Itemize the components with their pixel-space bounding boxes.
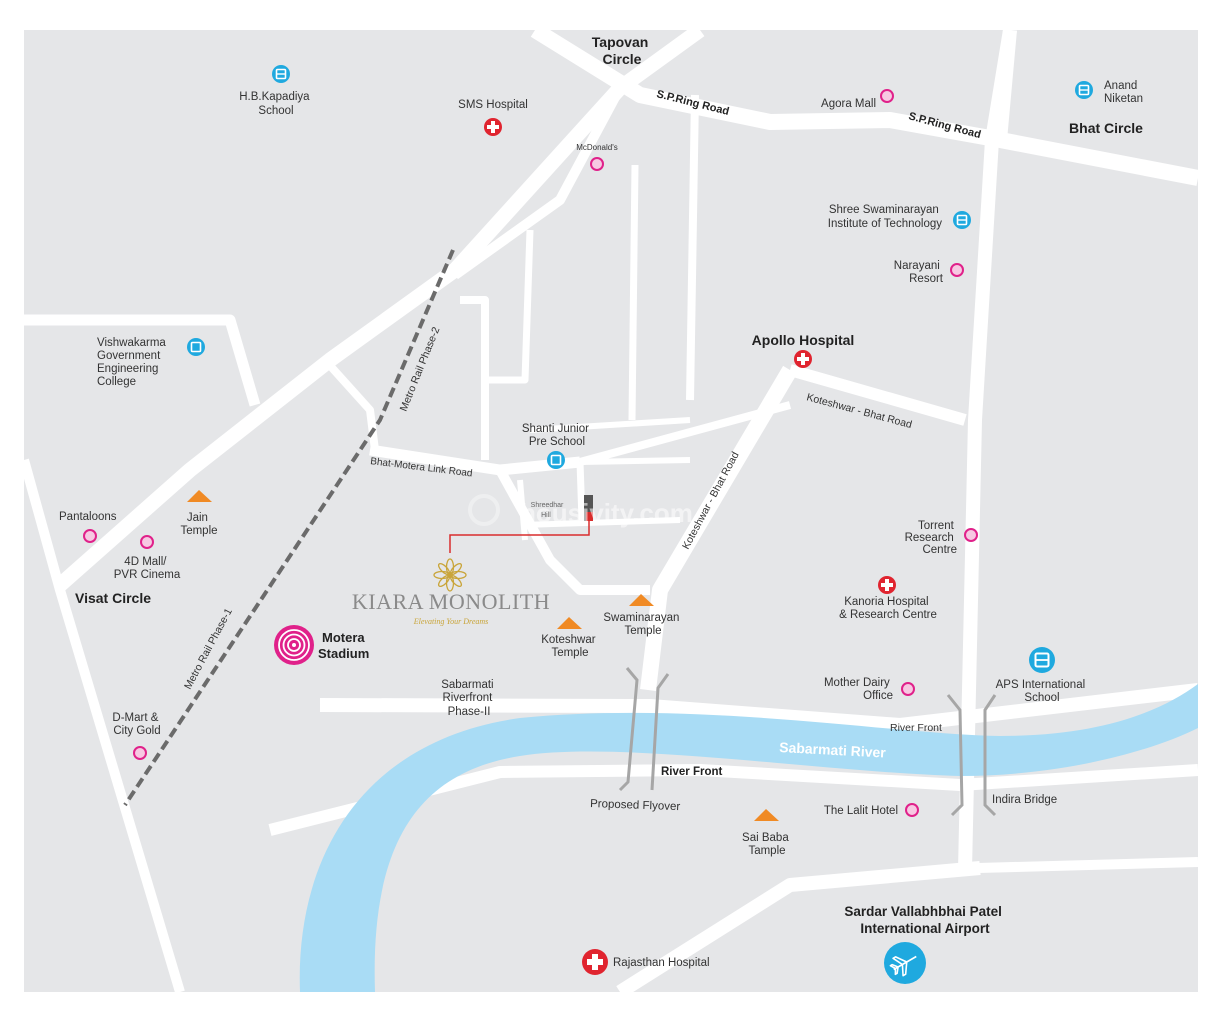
watermark-logo [468, 494, 500, 526]
shanti-junior-school-label: Shanti Junior Pre School [522, 423, 592, 448]
sms-hospital-label: SMS Hospital [458, 99, 528, 111]
metro-rail-line [123, 249, 455, 807]
shreedhar-hill-label: Shreedhar Hill [531, 502, 566, 519]
project-tagline: Elevating Your Dreams [413, 617, 489, 626]
river-front-north-label: River Front [890, 722, 942, 734]
school-icon [547, 451, 565, 469]
gold-flower-icon [433, 558, 467, 592]
shree-swaminarayan-institute-label: Shree Swaminarayan Institute of Technolo… [828, 204, 942, 230]
narayani-resort-label: Narayani Resort [894, 260, 944, 285]
vishwakarma-college-label: Vishwakarma Government Engineering Colle… [97, 337, 169, 388]
school-icon [187, 338, 205, 356]
bhat-circle-label: Bhat Circle [1069, 120, 1143, 136]
anand-niketan-label: Anand Niketan [1104, 80, 1143, 105]
river-front-south-label: River Front [661, 766, 723, 778]
visat-circle-label: Visat Circle [75, 590, 151, 606]
airplane-icon [884, 942, 926, 984]
rajasthan-hospital-label: Rajasthan Hospital [613, 957, 710, 969]
bridges [618, 667, 997, 817]
jain-temple-label: Jain Temple [180, 512, 217, 537]
indira-bridge-label: Indira Bridge [992, 794, 1057, 806]
apollo-hospital-label: Apollo Hospital [752, 332, 855, 348]
land-background [24, 30, 1198, 992]
school-icon [953, 211, 971, 229]
dmart-city-gold-label: D-Mart & City Gold [112, 712, 161, 737]
hospital-cross-icon [484, 118, 502, 136]
koteshwar-temple-label: Koteshwar Temple [541, 634, 599, 659]
hospital-cross-icon [582, 949, 608, 975]
leisure-ring-icon [83, 89, 978, 817]
pvr-cinema-label: 4D Mall/ PVR Cinema [114, 556, 181, 581]
project-location-marker [449, 495, 593, 553]
sabarmati-river [299, 684, 1198, 992]
mcdonalds-label: McDonald's [576, 143, 618, 152]
tapovan-circle-label: Tapovan Circle [592, 34, 652, 67]
watermark-text: housivity.com [520, 498, 693, 528]
stadium-spiral-icon [274, 625, 314, 665]
project-name: KIARA MONOLITH [352, 589, 550, 614]
kanoria-hospital-label: Kanoria Hospital & Research Centre [839, 596, 937, 621]
mother-dairy-label: Mother Dairy Office [824, 677, 893, 702]
lalit-hotel-label: The Lalit Hotel [824, 805, 898, 817]
school-icon [1075, 81, 1093, 99]
pantaloons-label: Pantaloons [59, 511, 117, 523]
hospital-cross-icon [878, 576, 896, 594]
riverfront-phase-2-label: Sabarmati Riverfront Phase-II [441, 679, 497, 718]
sai-baba-temple-label: Sai Baba Tample [742, 832, 792, 857]
airport-label: Sardar Vallabhbhai Patel International A… [844, 904, 1005, 936]
sabarmati-river-label: Sabarmati River [779, 739, 887, 761]
hospital-cross-icon [794, 350, 812, 368]
school-icon [1029, 647, 1055, 673]
torrent-research-label: Torrent Research Centre [905, 520, 957, 556]
proposed-flyover-label: Proposed Flyover [590, 798, 681, 813]
swaminarayan-temple-label: Swaminarayan Temple [603, 612, 682, 637]
motera-stadium-label: Motera Stadium [318, 630, 369, 661]
agora-mall-label: Agora Mall [821, 98, 876, 110]
aps-international-school-label: APS International School [996, 679, 1089, 704]
hb-kapadiya-school-label: H.B.Kapadiya School [239, 91, 313, 117]
school-icon [272, 65, 290, 83]
temple-triangle-icon [187, 490, 779, 821]
